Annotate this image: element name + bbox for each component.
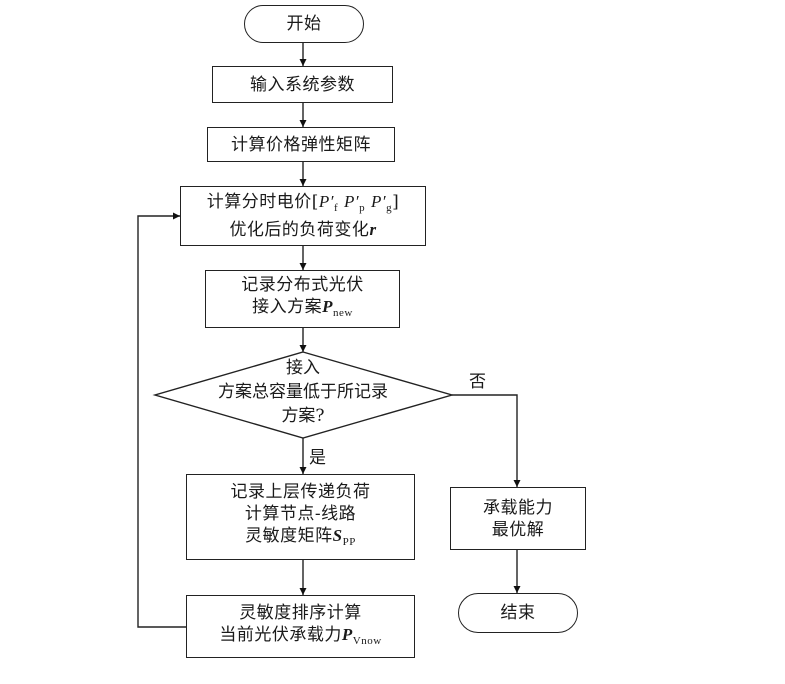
- optimal-line2: 最优解: [491, 519, 545, 540]
- price-elasticity-label: 计算价格弹性矩阵: [231, 134, 371, 155]
- edge-label-no: 否: [469, 372, 486, 392]
- ranking-line2: 当前光伏承载力PVnow: [219, 624, 382, 647]
- end-node: 结束: [458, 593, 578, 633]
- arrow-decision-no: [452, 394, 521, 487]
- tou-price-box: 计算分时电价[P′f P′p P′g] 优化后的负荷变化r: [180, 186, 426, 246]
- input-params-box: 输入系统参数: [212, 66, 393, 103]
- record-pv-line2: 接入方案Pnew: [252, 297, 353, 319]
- decision-line2: 方案总容量低于所记录: [218, 382, 388, 402]
- record-pv-line1: 记录分布式光伏: [241, 275, 364, 295]
- end-label: 结束: [500, 603, 536, 623]
- decision-line3: 方案?: [281, 406, 325, 426]
- optimal-line1: 承载能力: [483, 497, 553, 518]
- sensitivity-line1: 记录上层传递负荷: [230, 482, 371, 502]
- record-pv-box: 记录分布式光伏 接入方案Pnew: [205, 270, 400, 328]
- tou-price-line1: 计算分时电价[P′f P′p P′g]: [206, 192, 400, 214]
- start-node: 开始: [244, 5, 364, 43]
- start-label: 开始: [286, 14, 322, 34]
- edge-label-yes: 是: [309, 448, 326, 468]
- loop-back-arrow: [137, 212, 186, 628]
- ranking-box: 灵敏度排序计算 当前光伏承载力PVnow: [186, 595, 415, 658]
- sensitivity-line2: 计算节点-线路: [244, 504, 357, 524]
- decision-text: 接入 方案总容量低于所记录 方案?: [183, 356, 423, 428]
- ranking-line1: 灵敏度排序计算: [239, 602, 362, 623]
- optimal-box: 承载能力 最优解: [450, 487, 586, 550]
- input-params-label: 输入系统参数: [250, 74, 355, 95]
- price-elasticity-box: 计算价格弹性矩阵: [207, 127, 395, 162]
- sensitivity-line3: 灵敏度矩阵SPP: [245, 526, 356, 548]
- tou-price-line2: 优化后的负荷变化r: [229, 220, 377, 240]
- decision-line1: 接入: [286, 358, 320, 378]
- sensitivity-box: 记录上层传递负荷 计算节点-线路 灵敏度矩阵SPP: [186, 474, 415, 560]
